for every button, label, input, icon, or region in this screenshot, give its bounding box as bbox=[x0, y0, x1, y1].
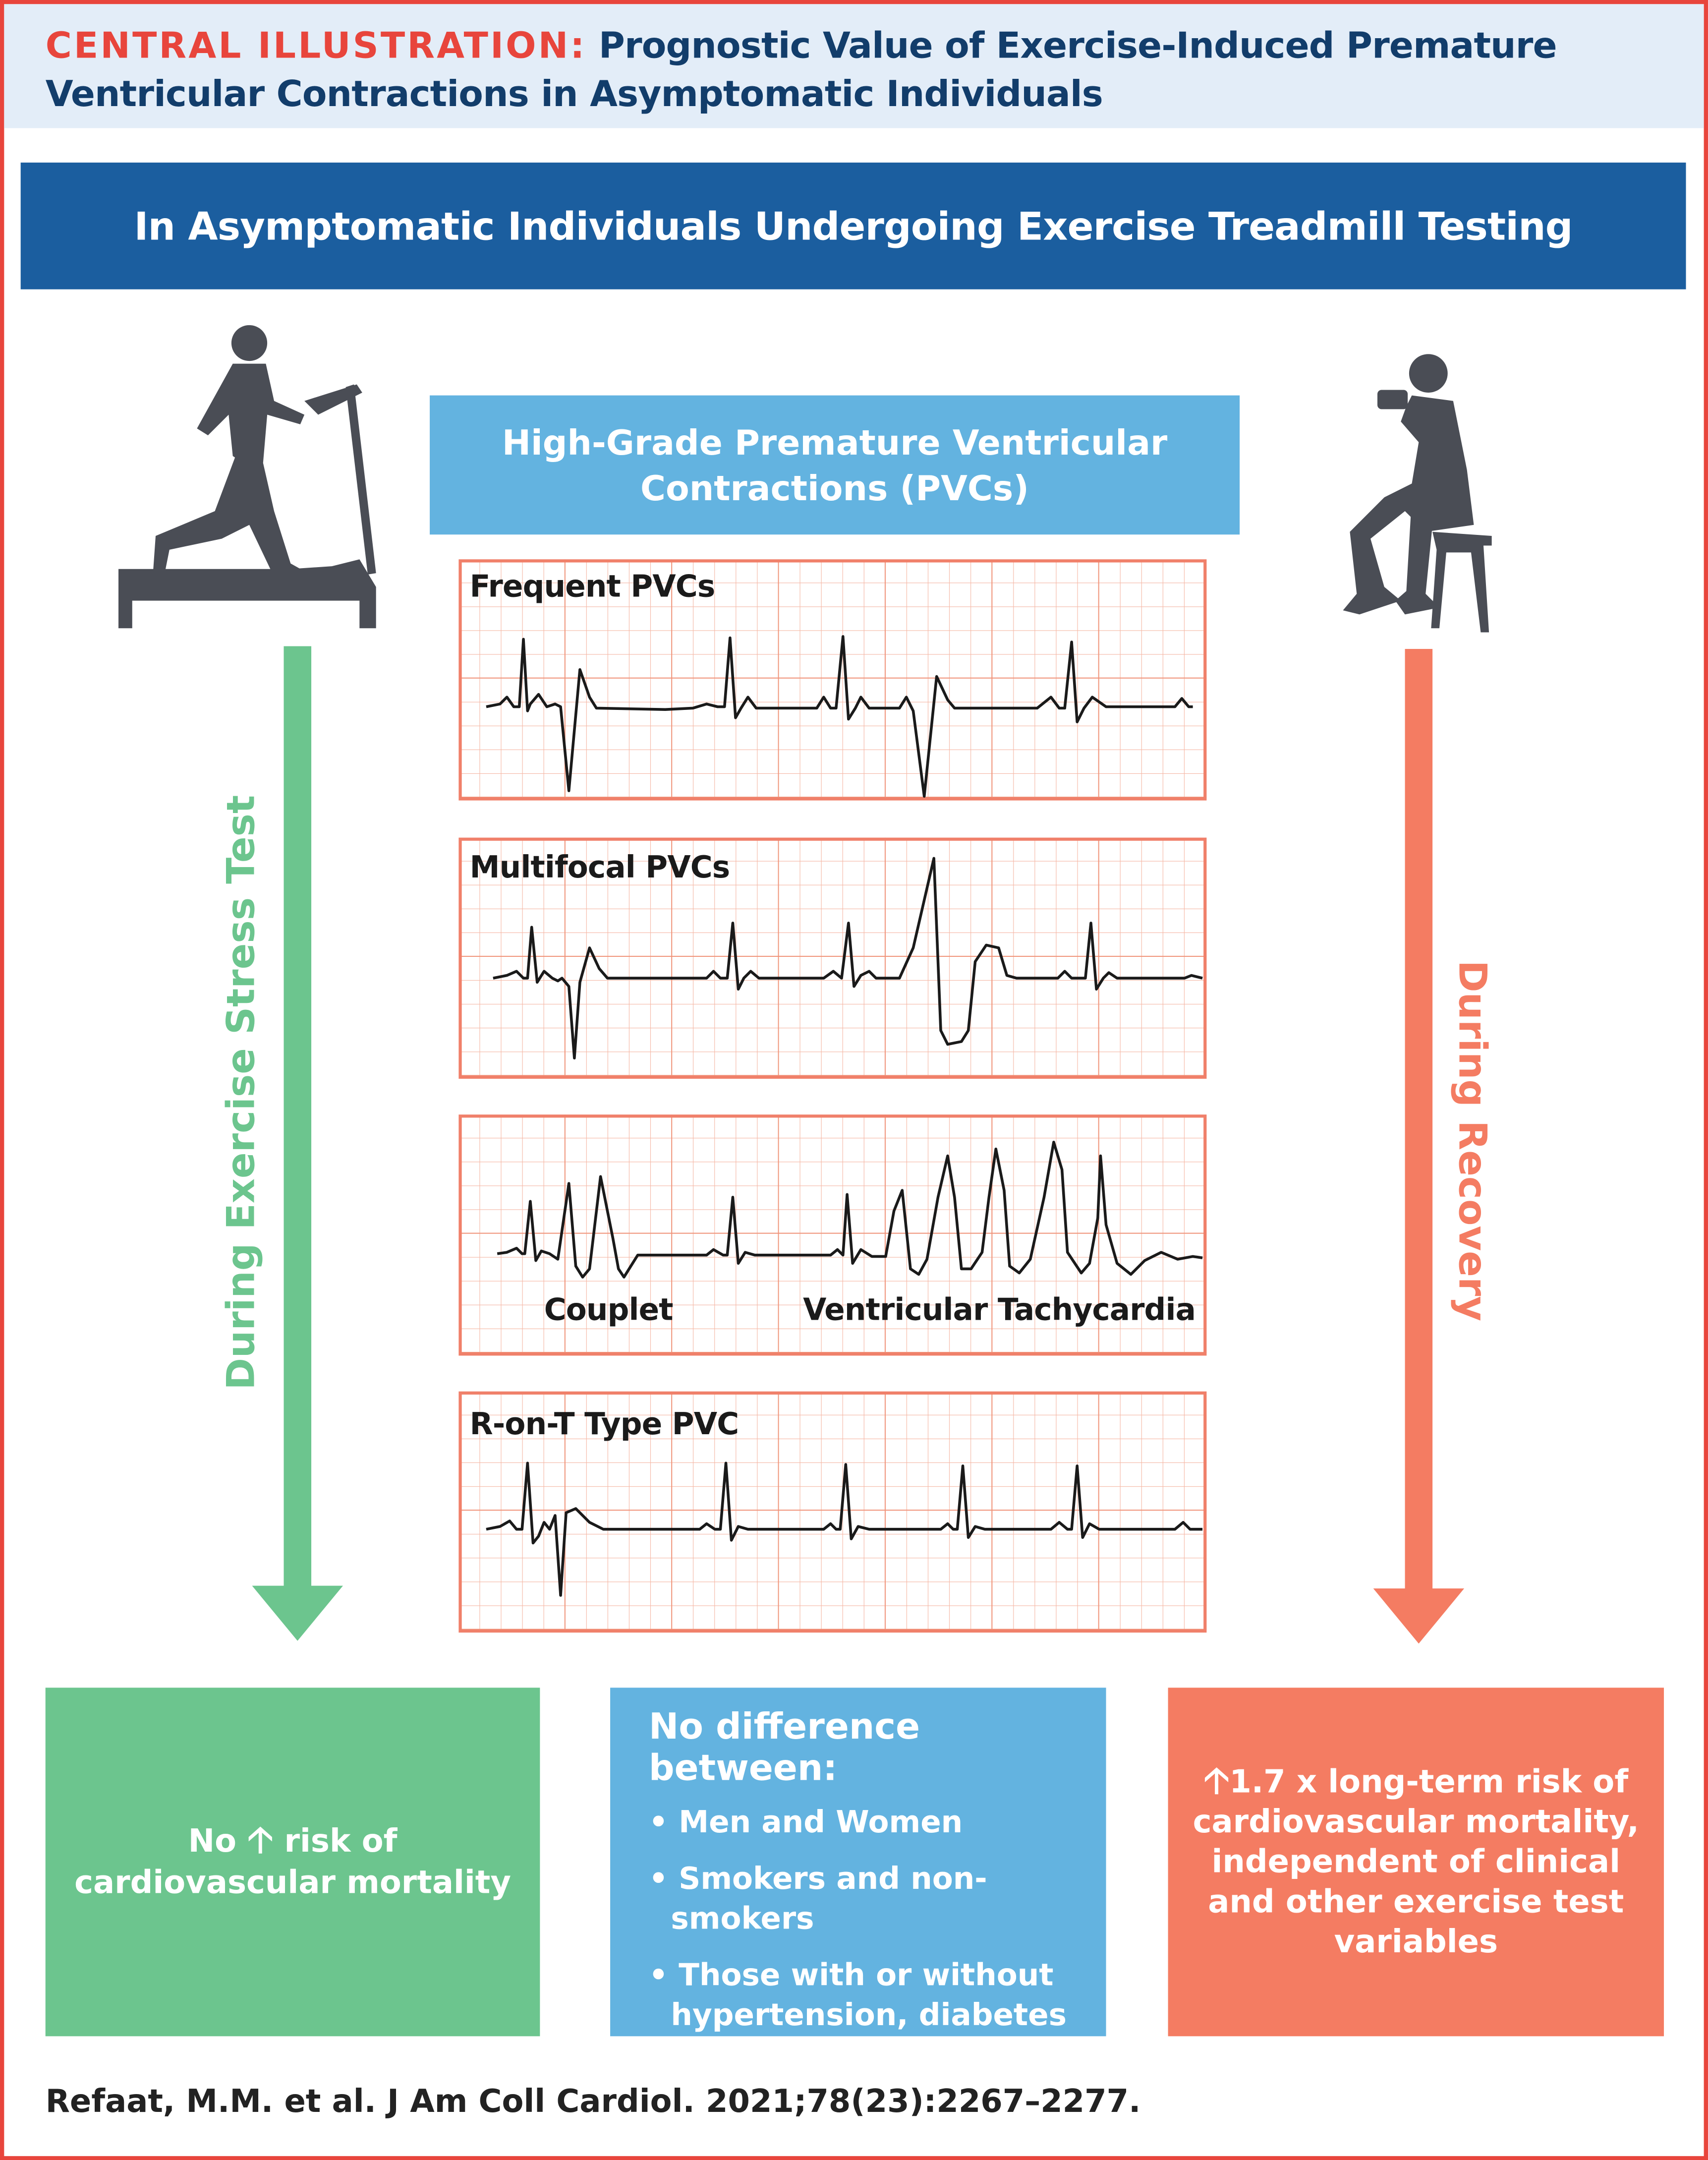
ecg-label: Multifocal PVCs bbox=[469, 851, 731, 886]
ecg-strip bbox=[458, 837, 1207, 1079]
pvc-title-line-2: Contractions (PVCs) bbox=[640, 467, 1029, 508]
ecg-couplet-vt: Couplet Ventricular Tachycardia bbox=[458, 1114, 1207, 1356]
header: CENTRAL ILLUSTRATION: Prognostic Value o… bbox=[4, 4, 1704, 128]
ecg-strip bbox=[458, 559, 1207, 801]
title-line-2: Ventricular Contractions in Asymptomatic… bbox=[45, 74, 1103, 116]
treadmill-runner-icon bbox=[118, 325, 376, 629]
up-arrow-icon: 🡡 bbox=[1203, 1760, 1230, 1802]
ecg-multifocal-pvcs: Multifocal PVCs bbox=[458, 837, 1207, 1079]
ecg-strip bbox=[458, 1391, 1207, 1633]
no-difference-box: No difference between: • Men and Women •… bbox=[610, 1688, 1106, 2073]
list-item: • Those with or without hypertension, di… bbox=[648, 1959, 1067, 2074]
illustration-label: CENTRAL ILLUSTRATION: bbox=[45, 26, 587, 68]
recovery-outcome-box: 🡡1.7 x long-term risk of cardiovascular … bbox=[1168, 1688, 1664, 2037]
exercise-arrow bbox=[252, 646, 343, 1641]
citation: Refaat, M.M. et al. J Am Coll Cardiol. 2… bbox=[45, 2084, 1141, 2120]
ecg-label: R-on-T Type PVC bbox=[469, 1408, 740, 1443]
ecg-trace bbox=[486, 635, 1193, 798]
seated-person-drinking-icon bbox=[1343, 354, 1492, 633]
ecg-label-couplet: Couplet bbox=[544, 1293, 674, 1328]
outcome-text: 1.7 x long-term risk of cardiovascular m… bbox=[1193, 1764, 1639, 1960]
recovery-arrow bbox=[1373, 648, 1465, 1644]
up-arrow-icon: 🡡 bbox=[247, 1820, 274, 1862]
ecg-r-on-t: R-on-T Type PVC bbox=[458, 1391, 1207, 1633]
outcome-text: No bbox=[188, 1824, 237, 1860]
list-item: • Men and Women bbox=[648, 1806, 963, 1841]
ecg-trace bbox=[497, 1141, 1203, 1279]
ecg-label-vt: Ventricular Tachycardia bbox=[803, 1293, 1196, 1328]
ecg-strip bbox=[458, 1114, 1207, 1356]
ecg-label: Frequent PVCs bbox=[469, 570, 716, 605]
exercise-outcome-box: No 🡡 risk of cardiovascular mortality bbox=[45, 1688, 540, 2037]
ecg-trace bbox=[493, 857, 1203, 1060]
no-difference-heading: No difference between: bbox=[648, 1707, 920, 1790]
exercise-phase-label: During Exercise Stress Test bbox=[218, 795, 264, 1390]
title-line-1: Prognostic Value of Exercise-Induced Pre… bbox=[598, 26, 1557, 68]
ecg-frequent-pvcs: Frequent PVCs bbox=[458, 559, 1207, 801]
pvc-title-line-1: High-Grade Premature Ventricular bbox=[502, 422, 1168, 463]
recovery-phase-label: During Recovery bbox=[1449, 960, 1495, 1322]
ecg-trace bbox=[486, 1461, 1203, 1597]
outcome-text: cardiovascular mortality bbox=[74, 1865, 512, 1902]
population-banner: In Asymptomatic Individuals Undergoing E… bbox=[20, 162, 1686, 290]
outcome-text: risk of bbox=[284, 1824, 398, 1860]
list-item: • Smokers and non-smokers bbox=[648, 1863, 987, 1937]
